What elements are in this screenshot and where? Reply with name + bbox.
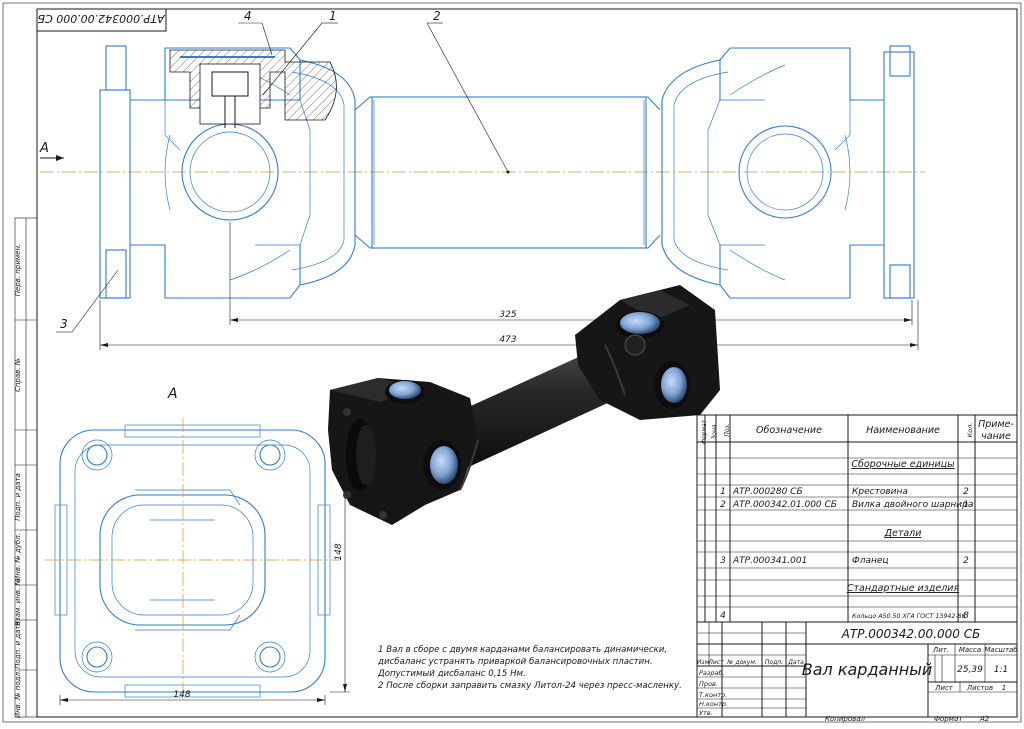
col-doc-no: № докум. bbox=[726, 659, 757, 666]
title-name: Вал карданный bbox=[802, 660, 933, 679]
stamp-sign-date-2: Подп. и дата bbox=[14, 621, 22, 669]
note-line-3: Допустимый дисбаланс 0,15 Нм. bbox=[377, 669, 526, 679]
dim-473: 473 bbox=[499, 335, 516, 345]
col-list: Лист bbox=[707, 659, 724, 666]
side-stamp-column: Перв. примен. Справ. № Подп. и дата Инв.… bbox=[14, 217, 38, 718]
label-mass: Масса bbox=[959, 646, 981, 654]
value-sheets: 1 bbox=[1002, 684, 1006, 692]
callout-1: 1 bbox=[329, 9, 337, 23]
hdr-designation: Обозначение bbox=[756, 425, 822, 436]
hdr-note-2: чание bbox=[981, 431, 1011, 442]
stamp-sign-date-1: Подп. и дата bbox=[14, 473, 22, 521]
top-stamp-text: АТР.000342.00.000 СБ bbox=[37, 12, 165, 25]
label-sheet: Лист bbox=[934, 684, 954, 692]
top-stamp-box bbox=[36, 8, 167, 32]
stamp-ref-no: Справ. № bbox=[14, 358, 22, 392]
row2-pos: 2 bbox=[720, 500, 726, 510]
title-doc-code: АТР.000342.00.000 СБ bbox=[841, 627, 981, 641]
note-line-4: 2 После сборки заправить смазку Литол-24… bbox=[378, 681, 682, 691]
copied-label: Копировал bbox=[825, 715, 866, 723]
title-block: АТР.000342.00.000 СБ Вал карданный Лит. … bbox=[696, 621, 1018, 718]
dimensions: 325 473 bbox=[99, 222, 919, 350]
main-view: A 4 1 2 3 325 bbox=[39, 9, 925, 350]
section-standard: Стандартные изделия bbox=[847, 583, 960, 594]
hdr-note-1: Приме- bbox=[978, 419, 1014, 430]
right-yoke bbox=[661, 45, 915, 299]
left-yoke bbox=[99, 45, 356, 299]
view-a-label: A bbox=[167, 386, 178, 402]
section-assemblies: Сборочные единицы bbox=[851, 459, 955, 470]
row1-pos: 1 bbox=[720, 487, 726, 497]
col-izm: Изм bbox=[697, 659, 710, 666]
section-parts: Детали bbox=[884, 528, 922, 539]
callout-3: 3 bbox=[60, 317, 68, 331]
dim-148-horizontal: 148 bbox=[173, 690, 190, 700]
col-date: Дата bbox=[787, 659, 804, 666]
shaft-3d-render bbox=[328, 285, 720, 525]
row2-designation: АТР.000342.01.000 СБ bbox=[732, 500, 837, 510]
label-sheets: Листов bbox=[966, 684, 993, 692]
hdr-format: Формат bbox=[701, 419, 708, 444]
format-value: А2 bbox=[979, 715, 990, 723]
row1-designation: АТР.000280 СБ bbox=[732, 487, 803, 497]
row1-qty: 2 bbox=[963, 487, 969, 497]
row3-pos: 3 bbox=[720, 556, 726, 566]
note-line-2: дисбаланс устранять приваркой балансиров… bbox=[377, 657, 653, 667]
callouts: 4 1 2 3 bbox=[56, 9, 510, 333]
role-checker: Пров. bbox=[699, 680, 718, 688]
row4-pos: 4 bbox=[720, 611, 726, 621]
row1-name: Крестовина bbox=[852, 487, 908, 497]
row3-qty: 2 bbox=[963, 556, 969, 566]
row3-name: Фланец bbox=[852, 556, 889, 566]
stamp-replace-inv: Взам. инв. № bbox=[14, 578, 22, 626]
hdr-qty: Кол. bbox=[966, 423, 974, 438]
row2-qty: 1 bbox=[963, 500, 969, 510]
row4-name: Кольцо А50.50 ХГА ГОСТ 13942-86 bbox=[852, 613, 966, 620]
callout-2: 2 bbox=[433, 9, 441, 23]
value-scale: 1:1 bbox=[994, 665, 1008, 675]
format-label: Формат bbox=[934, 715, 963, 723]
row3-designation: АТР.000341.001 bbox=[732, 556, 807, 566]
callout-4: 4 bbox=[244, 9, 252, 23]
hdr-zone: Зона bbox=[711, 424, 718, 439]
stamp-orig-inv: Инв. № подл. bbox=[14, 670, 22, 718]
view-a: A 148 148 bbox=[45, 386, 350, 705]
inner-frame bbox=[36, 8, 1018, 718]
hdr-pos: Поз. bbox=[724, 423, 731, 436]
col-sign: Подп. bbox=[765, 659, 783, 666]
shaft-tube bbox=[354, 96, 661, 249]
dim-148-vertical: 148 bbox=[334, 543, 344, 560]
arrow-label-a: A bbox=[39, 141, 49, 156]
stamp-first-use: Перв. примен. bbox=[14, 244, 22, 297]
hdr-name: Наименование bbox=[866, 425, 940, 436]
row2-name: Вилка двойного шарнира bbox=[852, 500, 973, 510]
label-scale: Масштаб bbox=[984, 646, 1018, 654]
role-approved: Утв. bbox=[699, 709, 713, 717]
spec-table: Формат Зона Поз. Обозначение Наименовани… bbox=[696, 414, 1018, 623]
role-developer: Разраб. bbox=[699, 669, 725, 677]
technical-notes: 1 Вал в сборе с двумя карданами балансир… bbox=[377, 645, 682, 691]
label-lit: Лит. bbox=[932, 646, 949, 654]
note-line-1: 1 Вал в сборе с двумя карданами балансир… bbox=[378, 645, 667, 655]
stamp-dup-inv: Инв. № дубл. bbox=[14, 533, 22, 581]
role-norm-control: Н.контр. bbox=[699, 700, 728, 708]
role-tech-control: Т.контр. bbox=[699, 691, 727, 699]
dim-325: 325 bbox=[499, 310, 516, 320]
value-mass: 25,39 bbox=[957, 665, 983, 675]
row4-qty: 8 bbox=[963, 611, 969, 621]
